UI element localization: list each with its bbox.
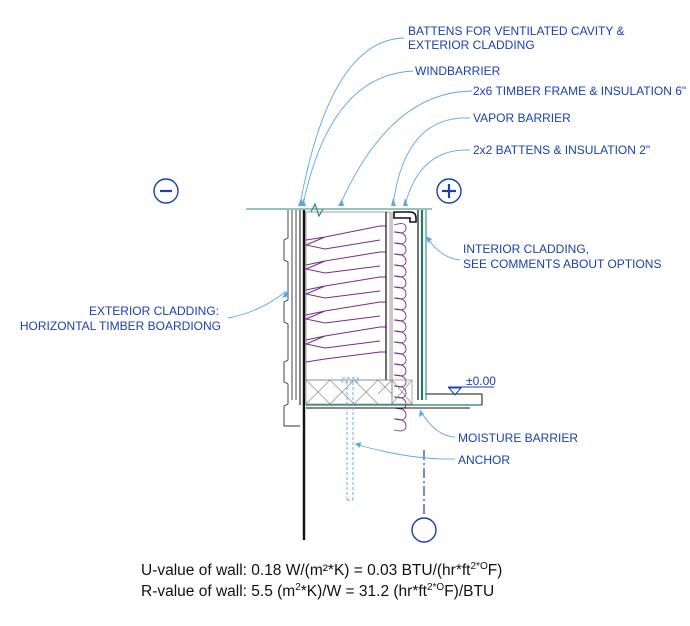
section-axis-circle-icon xyxy=(411,517,437,543)
r-value-middle: *K)/W = 31.2 (hr*ft xyxy=(301,583,428,600)
leader-windbarrier xyxy=(302,70,414,206)
label-timber-frame: 2x6 TIMBER FRAME & INSULATION 6" xyxy=(473,84,686,98)
r-value-prefix: R-value of wall: 5.5 (m xyxy=(141,583,295,600)
r-value-suffix: F)/BTU xyxy=(444,583,494,600)
inside-marker xyxy=(436,178,462,204)
u-value-note: U-value of wall: 0.18 W/(m²*K) = 0.03 BT… xyxy=(141,561,502,579)
u-value-suffix: F) xyxy=(488,562,503,579)
leader-batten-insulation xyxy=(404,149,471,206)
break-symbol xyxy=(310,202,324,218)
leader-arrowheads xyxy=(282,198,432,448)
anchor-bolt xyxy=(341,377,359,501)
label-anchor: ANCHOR xyxy=(458,453,510,467)
leader-moisture xyxy=(419,409,456,438)
leader-anchor xyxy=(354,443,456,460)
exterior-boarding xyxy=(283,210,300,427)
timber-frame-outline xyxy=(305,211,391,381)
u-value-sup: 2*O xyxy=(470,561,487,572)
top-plate xyxy=(393,211,417,223)
outside-marker xyxy=(153,178,179,204)
r-value-sup2: 2*O xyxy=(427,582,444,593)
label-exterior-1: EXTERIOR CLADDING: xyxy=(89,304,219,318)
inside-circle-icon xyxy=(436,178,462,204)
label-vapor-barrier: VAPOR BARRIER xyxy=(473,111,571,125)
leader-timber-frame xyxy=(339,90,473,206)
label-battens-2: EXTERIOR CLADDING xyxy=(408,38,535,52)
insulation-zigzag xyxy=(304,225,386,363)
label-interior-1: INTERIOR CLADDING, xyxy=(463,242,589,256)
label-windbarrier: WINDBARRIER xyxy=(415,64,501,78)
u-value-prefix: U-value of wall: 0.18 W/(m²*K) = 0.03 BT… xyxy=(141,562,471,579)
batten-insulation-loops xyxy=(393,223,407,432)
r-value-note: R-value of wall: 5.5 (m2*K)/W = 31.2 (hr… xyxy=(141,582,494,600)
label-exterior-2: HORIZONTAL TIMBER BOARDIONG xyxy=(20,319,221,333)
leader-battens xyxy=(299,37,405,206)
label-moisture-barrier: MOISTURE BARRIER xyxy=(458,431,578,445)
label-batten-insulation: 2x2 BATTENS & INSULATION 2" xyxy=(473,143,650,157)
outside-circle-icon xyxy=(153,178,179,204)
label-level: ±0.00 xyxy=(466,374,496,388)
leader-lines xyxy=(227,37,473,460)
level-triangle-icon xyxy=(447,387,463,396)
r-value-sup1: 2 xyxy=(295,582,301,593)
leader-vapor-barrier xyxy=(392,117,471,206)
leader-exterior xyxy=(227,291,286,319)
label-interior-2: SEE COMMENTS ABOUT OPTIONS xyxy=(463,257,661,271)
label-battens-1: BATTENS FOR VENTILATED CAVITY & xyxy=(408,24,624,38)
bottom-plate xyxy=(305,379,413,405)
